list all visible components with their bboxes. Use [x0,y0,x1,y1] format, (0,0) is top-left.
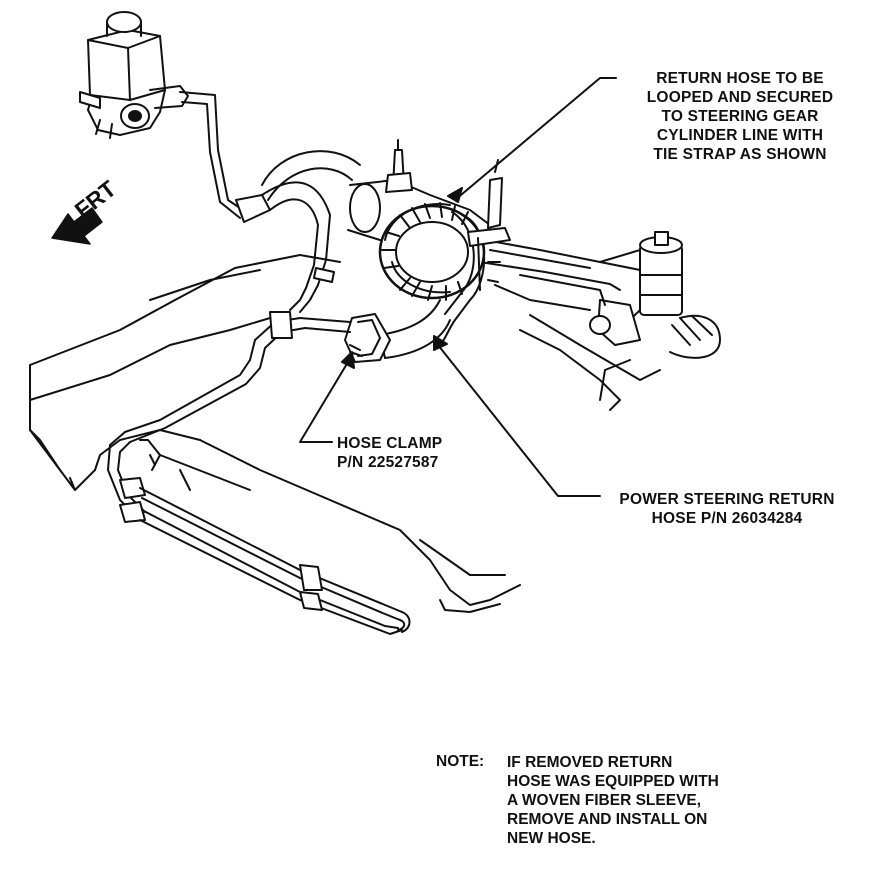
leader-lines [299,77,617,497]
note-line: HOSE WAS EQUIPPED WITH [507,773,719,790]
note-line: A WOVEN FIBER SLEEVE, [507,792,702,809]
leader-return-hose-part-head [433,335,448,351]
callout-line: TIE STRAP AS SHOWN [653,146,827,163]
pump-reservoir [79,11,189,139]
note-body: IF REMOVED RETURN HOSE WAS EQUIPPED WITH… [507,753,719,848]
frame-outline [29,254,661,613]
callout-line: CYLINDER LINE WITH [656,127,824,144]
callout-hose-clamp: HOSE CLAMP P/N 22527587 [337,434,442,472]
leader-hose-clamp [299,361,349,443]
note-line: NEW HOSE. [507,830,596,847]
leader-return-hose-loop [454,77,617,201]
front-arrow-icon [51,207,103,245]
cooler-lines [107,284,411,635]
leader-hose-clamp-head [341,351,355,369]
callout-return-hose-part: POWER STEERING RETURN HOSE P/N 26034284 [598,490,856,528]
leader-return-hose-loop-head [447,187,463,203]
steering-gear [347,139,721,359]
pressure-line [179,91,271,223]
callout-line: P/N 22527587 [337,454,439,471]
note-line: IF REMOVED RETURN [507,754,673,771]
callout-line: TO STEERING GEAR [661,108,819,125]
leader-return-hose-part [437,344,601,497]
return-hose [344,299,451,363]
callout-line: RETURN HOSE TO BE [656,70,824,87]
note-label: NOTE: [436,753,485,770]
return-hose-loop [378,159,511,346]
callout-return-hose-loop: RETURN HOSE TO BE LOOPED AND SECURED TO … [606,69,874,164]
supply-hoses [261,150,361,289]
callout-line: LOOPED AND SECURED [646,89,834,106]
callout-line: POWER STEERING RETURN [619,491,835,508]
callout-line: HOSE P/N 26034284 [651,510,803,527]
note-line: REMOVE AND INSTALL ON [507,811,708,828]
callout-line: HOSE CLAMP [337,435,443,452]
